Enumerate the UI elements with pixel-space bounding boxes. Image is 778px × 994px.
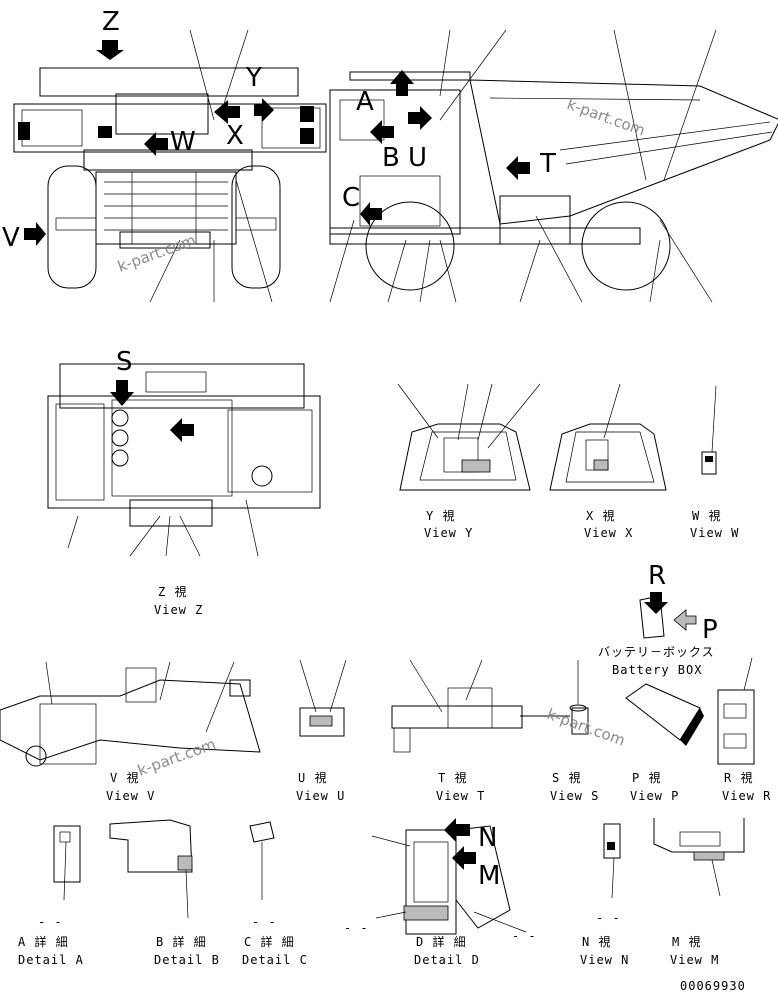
battery-box: R P: [639, 561, 718, 645]
part-detail-B: [109, 819, 193, 919]
watermark: k-part.com: [545, 705, 628, 750]
view-label-en: View R: [722, 789, 771, 803]
watermark: k-part.com: [135, 735, 218, 780]
label-S: S: [116, 347, 133, 377]
view-label-jp: R 視: [724, 770, 753, 785]
truck-top-view: S: [47, 347, 321, 557]
label-W: W: [170, 127, 196, 157]
dash-mark: - -: [252, 915, 277, 929]
watermark: k-part.com: [115, 231, 198, 276]
view-label-en: View M: [670, 953, 719, 967]
label-B: B: [382, 143, 400, 173]
part-view-T: [391, 659, 570, 753]
label-X: X: [226, 121, 244, 151]
view-label-jp: T 視: [438, 770, 467, 785]
view-label-en: View T: [436, 789, 485, 803]
battery-box-label-jp: バッテリ－ボックス: [598, 645, 715, 659]
truck-side-view: A B U C T k-part.com: [329, 29, 778, 303]
dash-mark: - -: [344, 921, 369, 935]
part-view-R: [717, 657, 755, 765]
label-V: V: [2, 223, 20, 253]
view-label-jp: V 視: [110, 770, 139, 785]
dash-mark: - -: [512, 929, 537, 943]
view-label-en: View X: [584, 526, 633, 540]
frame-view-V: k-part.com: [0, 661, 261, 780]
dash-mark: - -: [38, 915, 63, 929]
view-label-jp: Y 視: [426, 508, 455, 523]
view-label-en: View U: [296, 789, 345, 803]
view-label-jp: B 詳 細: [156, 934, 207, 949]
view-label-jp: S 視: [552, 770, 581, 785]
cab-view-Y: [397, 383, 541, 491]
cab-view-X: [549, 383, 667, 491]
view-label-en: Detail B: [154, 953, 220, 967]
view-label-jp: U 視: [298, 770, 327, 785]
view-label-en: Detail D: [414, 953, 480, 967]
view-label-en: View N: [580, 953, 629, 967]
view-label-jp: P 視: [632, 770, 661, 785]
view-label-en: Detail C: [242, 953, 308, 967]
view-label-jp: Z 視: [158, 584, 187, 599]
label-T: T: [539, 149, 556, 179]
view-label-en: View P: [630, 789, 679, 803]
view-label-en: View Y: [424, 526, 473, 540]
label-P: P: [702, 615, 718, 645]
watermark: k-part.com: [565, 95, 648, 140]
label-R: R: [648, 561, 666, 591]
part-view-P: [625, 683, 704, 746]
view-label-en: View Z: [154, 603, 203, 617]
part-view-U: [299, 659, 347, 737]
label-U: U: [408, 143, 427, 173]
truck-front-view: Z V Y W X k-part.com: [2, 7, 327, 303]
part-detail-D: N M - - - -: [344, 818, 537, 943]
label-A: A: [356, 87, 374, 117]
view-label-jp: X 視: [586, 508, 615, 523]
view-label-jp: A 詳 細: [18, 934, 69, 949]
part-detail-C: - -: [249, 821, 277, 929]
part-view-N: - -: [596, 823, 621, 925]
part-detail-A: - -: [38, 825, 81, 929]
view-label-jp: D 詳 細: [416, 934, 467, 949]
label-C: C: [342, 183, 360, 213]
view-label-jp: W 視: [692, 508, 721, 523]
part-view-M: [653, 818, 745, 897]
label-Z: Z: [102, 7, 120, 37]
label-M: M: [478, 861, 500, 891]
part-view-W: [701, 385, 717, 475]
label-Y: Y: [245, 63, 262, 93]
view-label-en: Detail A: [18, 953, 84, 967]
battery-box-label-en: Battery BOX: [612, 663, 702, 677]
view-label-jp: M 視: [672, 934, 701, 949]
view-label-jp: C 詳 細: [244, 934, 295, 949]
view-label-en: View V: [106, 789, 155, 803]
view-label-jp: N 視: [582, 934, 611, 949]
view-label-en: View W: [690, 526, 739, 540]
label-N: N: [478, 823, 497, 853]
drawing-number: 00069930: [680, 979, 746, 993]
view-label-en: View S: [550, 789, 599, 803]
dash-mark: - -: [596, 911, 621, 925]
